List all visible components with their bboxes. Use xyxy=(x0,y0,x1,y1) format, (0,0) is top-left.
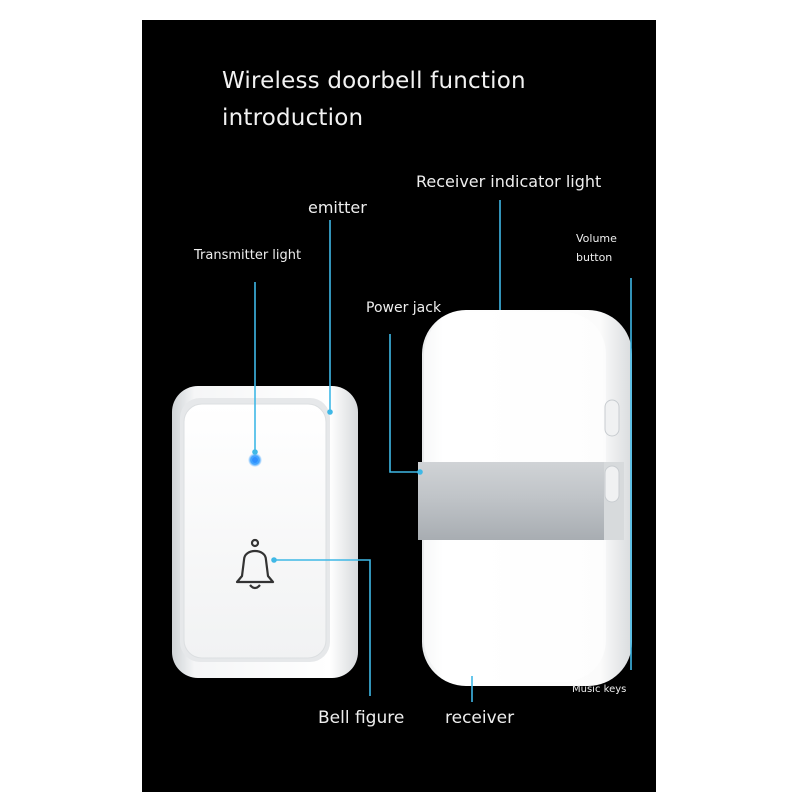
receiver-device xyxy=(418,310,632,686)
label-emitter: emitter xyxy=(308,198,367,217)
product-diagram-panel: Wireless doorbell function introduction … xyxy=(142,20,656,792)
music-key-button xyxy=(604,465,620,503)
volume-button xyxy=(604,399,620,437)
label-bell-figure: Bell figure xyxy=(318,708,405,728)
transmitter-device xyxy=(172,386,358,678)
doorbell-illustration xyxy=(172,200,632,702)
label-volume-button-line2: button xyxy=(576,251,613,264)
label-volume-button-line1: Volume xyxy=(576,232,617,245)
leader-lines xyxy=(252,200,632,702)
receiver-metal-band xyxy=(418,462,604,540)
bell-icon xyxy=(235,538,275,590)
title-line-1: Wireless doorbell function xyxy=(222,68,526,94)
label-transmitter-light: Transmitter light xyxy=(194,248,302,263)
label-music-keys: Music keys xyxy=(572,684,627,695)
title-line-2: introduction xyxy=(222,105,364,131)
label-receiver-indicator-light: Receiver indicator light xyxy=(416,172,602,191)
label-receiver: receiver xyxy=(445,708,515,728)
label-power-jack: Power jack xyxy=(366,300,442,316)
